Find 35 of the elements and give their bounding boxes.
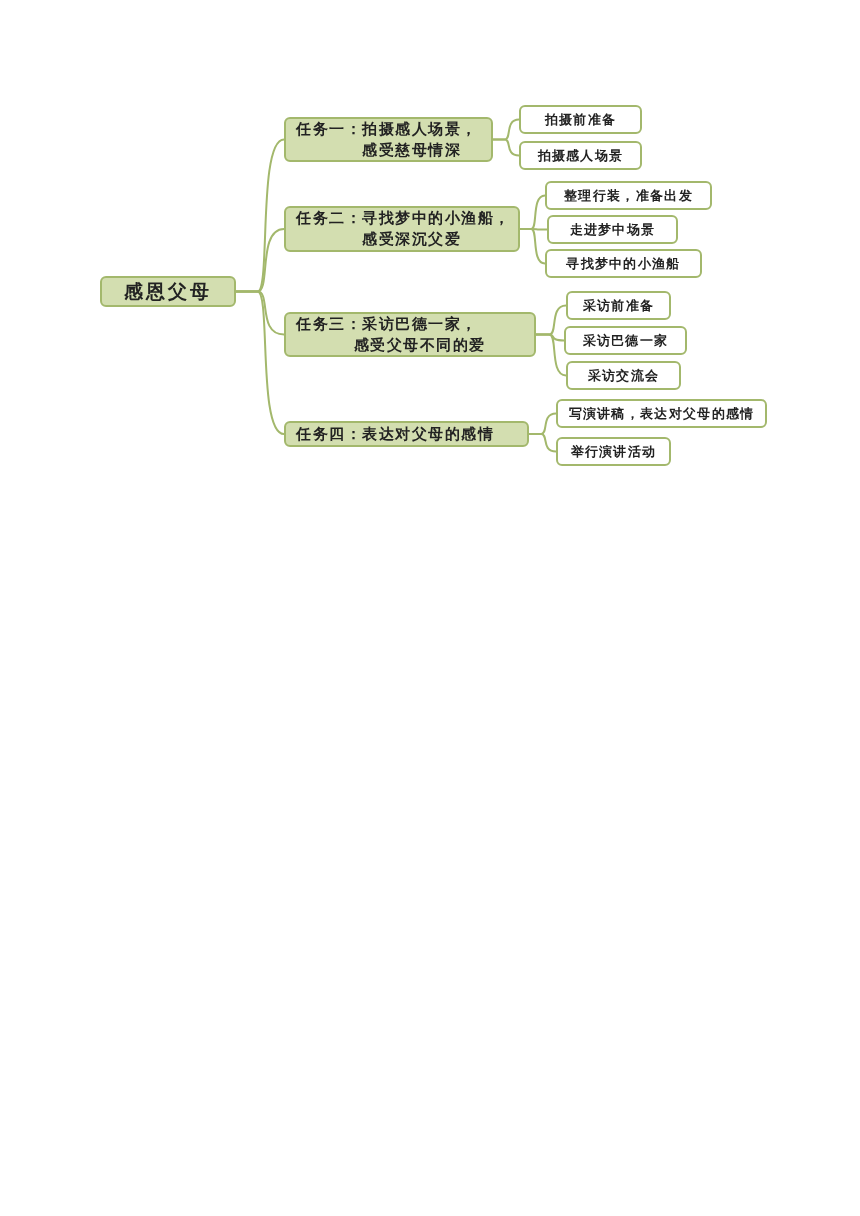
task-box: [284, 117, 493, 162]
subtask-box: [545, 181, 712, 210]
task-text: 任务三：采访巴德一家，感受父母不同的爱: [296, 313, 487, 356]
connector-line: [235, 290, 285, 435]
task-box: [284, 312, 536, 357]
task-text: 任务一：拍摄感人场景，感受慈母情深: [296, 118, 479, 161]
subtask-text: 整理行装，准备出发: [564, 186, 693, 205]
task-box: [284, 206, 520, 252]
subtask-text: 拍摄前准备: [544, 110, 617, 129]
subtask-box: [556, 437, 671, 466]
connector-line: [519, 228, 546, 265]
subtask-box: [519, 141, 642, 170]
subtask-box: [564, 326, 687, 355]
subtask-box: [545, 249, 702, 278]
subtask-text: 采访前准备: [582, 296, 655, 315]
subtask-text: 采访巴德一家: [582, 331, 669, 350]
subtask-box: [566, 291, 671, 320]
subtask-box: [566, 361, 681, 390]
subtask-text: 采访交流会: [587, 366, 660, 385]
topic-box: [100, 276, 236, 307]
connector-line: [492, 138, 520, 157]
subtask-box: [547, 215, 678, 244]
connector-line: [535, 333, 567, 377]
subtask-box: [519, 105, 642, 134]
task-text: 任务二：寻找梦中的小渔船，感受深沉父爱: [296, 208, 512, 250]
subtask-text: 拍摄感人场景: [537, 146, 624, 165]
subtask-text: 寻找梦中的小渔船: [566, 254, 681, 273]
task-text: 任务四：表达对父母的感情: [296, 423, 495, 445]
subtask-box: [556, 399, 767, 428]
task-box: [284, 421, 529, 447]
subtask-text: 走进梦中场景: [569, 220, 656, 239]
topic-text: 感恩父母: [124, 278, 212, 304]
connector-line: [528, 433, 557, 453]
subtask-text: 写演讲稿，表达对父母的感情: [568, 404, 755, 423]
subtask-text: 举行演讲活动: [570, 442, 657, 461]
